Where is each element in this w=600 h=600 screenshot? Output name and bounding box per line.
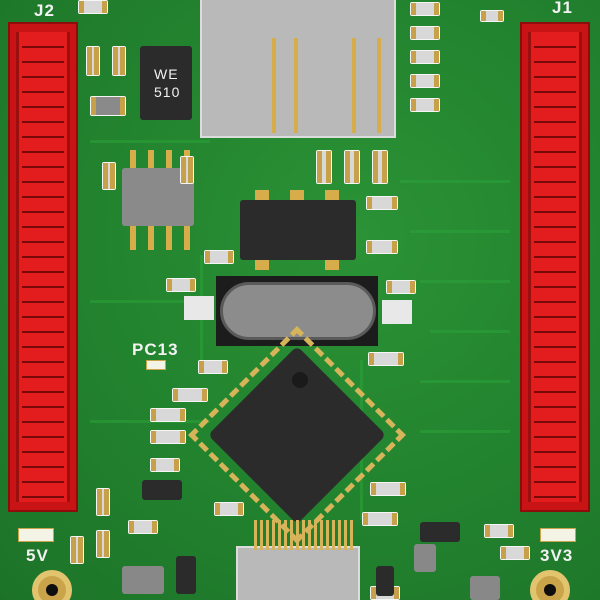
- inductor-label-line1: WE: [154, 66, 179, 82]
- diode: [176, 556, 196, 594]
- mounting-hole: [32, 570, 72, 600]
- crystal: [220, 282, 376, 340]
- smd-resistor: [410, 50, 440, 64]
- smd-resistor: [484, 524, 514, 538]
- label-j1: J1: [552, 0, 573, 17]
- header-j1: [520, 22, 590, 512]
- usb-bottom-pins: [254, 520, 354, 550]
- smd-resistor: [150, 408, 186, 422]
- pc13-led: [146, 360, 166, 370]
- diode: [420, 522, 460, 542]
- diode: [142, 480, 182, 500]
- smd-resistor: [198, 360, 228, 374]
- trace: [400, 180, 510, 183]
- label-5v: 5V: [26, 546, 49, 565]
- smd-resistor: [410, 74, 440, 88]
- soic-ic: [240, 200, 356, 260]
- header-pins: [534, 36, 576, 498]
- smd-capacitor: [316, 150, 332, 184]
- power-led-5v: [18, 528, 54, 542]
- mounting-hole: [530, 570, 570, 600]
- smd-resistor: [214, 502, 244, 516]
- smd-resistor: [150, 458, 180, 472]
- label-3v3: 3V3: [540, 546, 574, 565]
- trace: [430, 330, 510, 333]
- smd-resistor: [410, 98, 440, 112]
- soic-pin: [255, 190, 269, 200]
- smd-capacitor: [112, 46, 126, 76]
- smd-capacitor: [96, 530, 110, 558]
- smd-resistor: [150, 430, 186, 444]
- sot23-ic: [470, 576, 500, 600]
- smd-capacitor: [86, 46, 100, 76]
- trace: [420, 380, 510, 383]
- smd-resistor: [366, 240, 398, 254]
- smd-capacitor: [372, 150, 388, 184]
- trace: [410, 230, 510, 233]
- smd-inductor: [90, 96, 126, 116]
- smd-capacitor: [96, 488, 110, 516]
- header-j2: [8, 22, 78, 512]
- soic-pin: [325, 190, 339, 200]
- crystal-pad: [382, 300, 412, 324]
- crystal-pad: [184, 296, 214, 320]
- smd-capacitor: [102, 162, 116, 190]
- smd-resistor: [128, 520, 158, 534]
- label-pc13: PC13: [132, 340, 179, 359]
- smd-resistor: [166, 278, 196, 292]
- label-j2: J2: [34, 1, 55, 20]
- soic-pin: [325, 260, 339, 270]
- sot23-ic: [122, 566, 164, 594]
- smd-resistor: [386, 280, 416, 294]
- usb-pin: [377, 38, 381, 133]
- inductor-label-line2: 510: [154, 84, 181, 100]
- smd-resistor: [410, 2, 440, 16]
- diode: [376, 566, 394, 596]
- sot23-ic: [414, 544, 436, 572]
- soic-pin: [290, 190, 304, 200]
- smd-resistor: [500, 546, 530, 560]
- smd-capacitor: [344, 150, 360, 184]
- smd-resistor: [370, 482, 406, 496]
- smd-resistor: [362, 512, 398, 526]
- soic-pin: [255, 260, 269, 270]
- power-led-3v3: [540, 528, 576, 542]
- smd-resistor: [78, 0, 108, 14]
- trace: [90, 140, 210, 143]
- smd-resistor: [410, 26, 440, 40]
- smd-capacitor: [180, 156, 194, 184]
- inductor: WE 510: [140, 46, 192, 120]
- trace: [420, 430, 510, 433]
- usb-connector: [200, 0, 396, 138]
- smd-resistor: [172, 388, 208, 402]
- usb-pin: [294, 38, 298, 133]
- trace: [420, 280, 510, 283]
- usb-pin: [352, 38, 356, 133]
- smd-capacitor: [70, 536, 84, 564]
- smd-resistor: [480, 10, 504, 22]
- trace: [90, 300, 210, 303]
- smd-resistor: [368, 352, 404, 366]
- smd-resistor: [366, 196, 398, 210]
- usb-pin: [272, 38, 276, 133]
- header-pins: [22, 36, 64, 498]
- mcu-pin1-dot: [292, 372, 308, 388]
- smd-resistor: [204, 250, 234, 264]
- usb-connector-bottom: [236, 546, 360, 600]
